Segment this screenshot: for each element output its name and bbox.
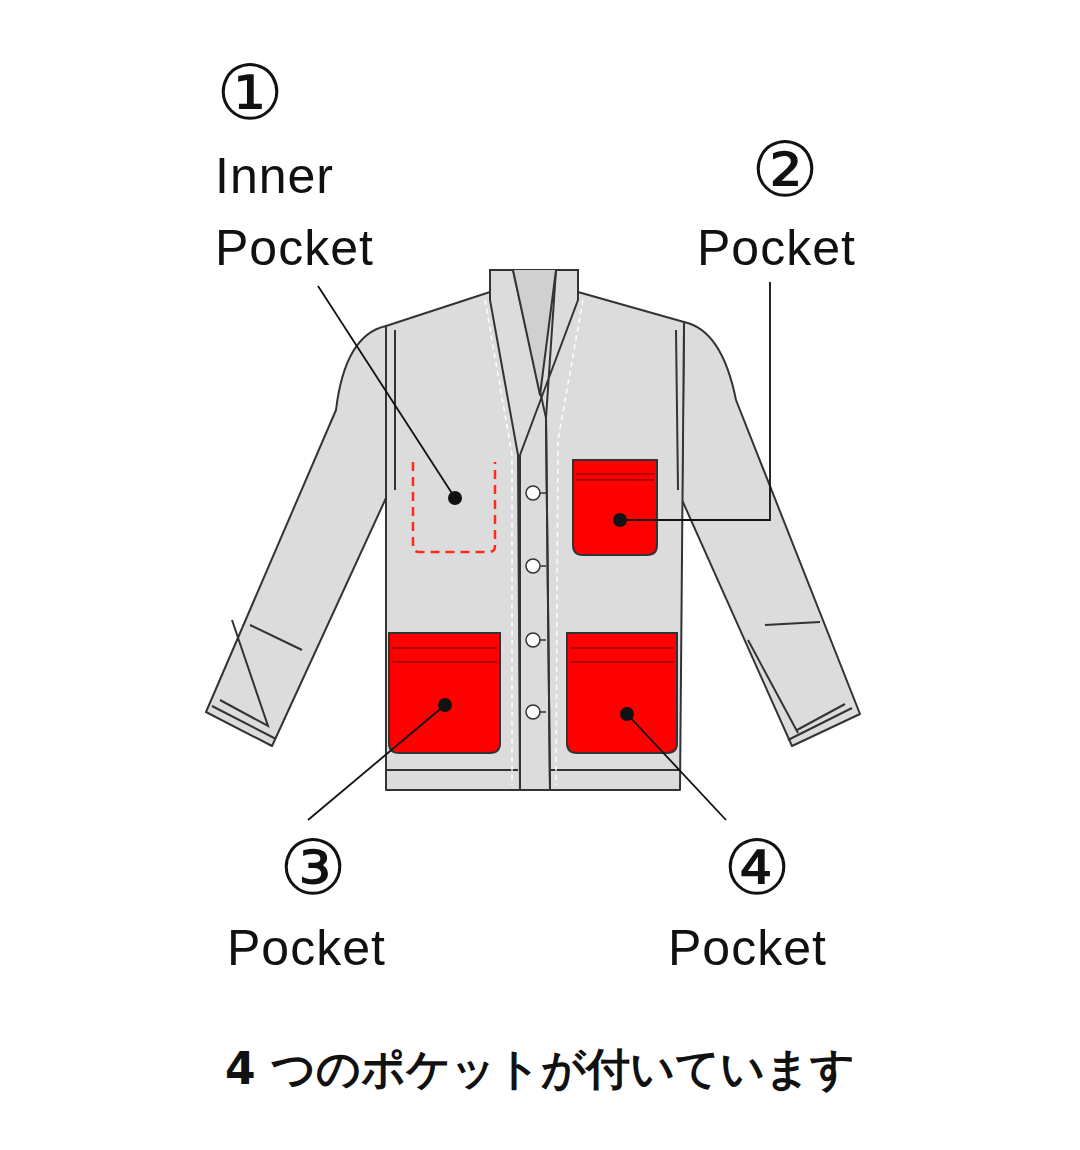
callout-number: ① xyxy=(200,55,300,131)
callout-number: ④ xyxy=(707,830,807,906)
callout-number: ③ xyxy=(263,830,363,906)
left-sleeve xyxy=(206,326,386,746)
inner-pocket xyxy=(413,462,495,552)
leader-line xyxy=(627,714,726,820)
leader-dot xyxy=(448,491,462,505)
part-label: Inner Pocket xyxy=(215,140,415,284)
buttons xyxy=(526,486,546,719)
pocket-flap-line xyxy=(392,480,674,662)
cuff-line xyxy=(220,620,302,726)
leader-dot xyxy=(620,707,634,721)
seam-line xyxy=(212,706,852,740)
right-sleeve xyxy=(682,322,860,746)
leader-line xyxy=(308,705,445,820)
pocket-4 xyxy=(567,633,677,753)
pocket-flap-line xyxy=(392,474,674,648)
part-label: Pocket xyxy=(668,912,868,984)
callout-number: ② xyxy=(735,132,835,208)
pocket-3 xyxy=(389,633,500,753)
part-label: Pocket xyxy=(227,912,427,984)
leader-dot xyxy=(613,513,627,527)
leader-line xyxy=(620,282,770,520)
leader-dot xyxy=(438,698,452,712)
part-label: Pocket xyxy=(697,212,897,284)
leader-line xyxy=(318,286,455,498)
jacket-body xyxy=(386,270,684,790)
hem-line xyxy=(386,769,680,771)
collar-inner xyxy=(513,270,556,395)
cuff-line xyxy=(748,622,845,733)
caption: 4 つのポケットが付いています xyxy=(40,1040,1040,1099)
